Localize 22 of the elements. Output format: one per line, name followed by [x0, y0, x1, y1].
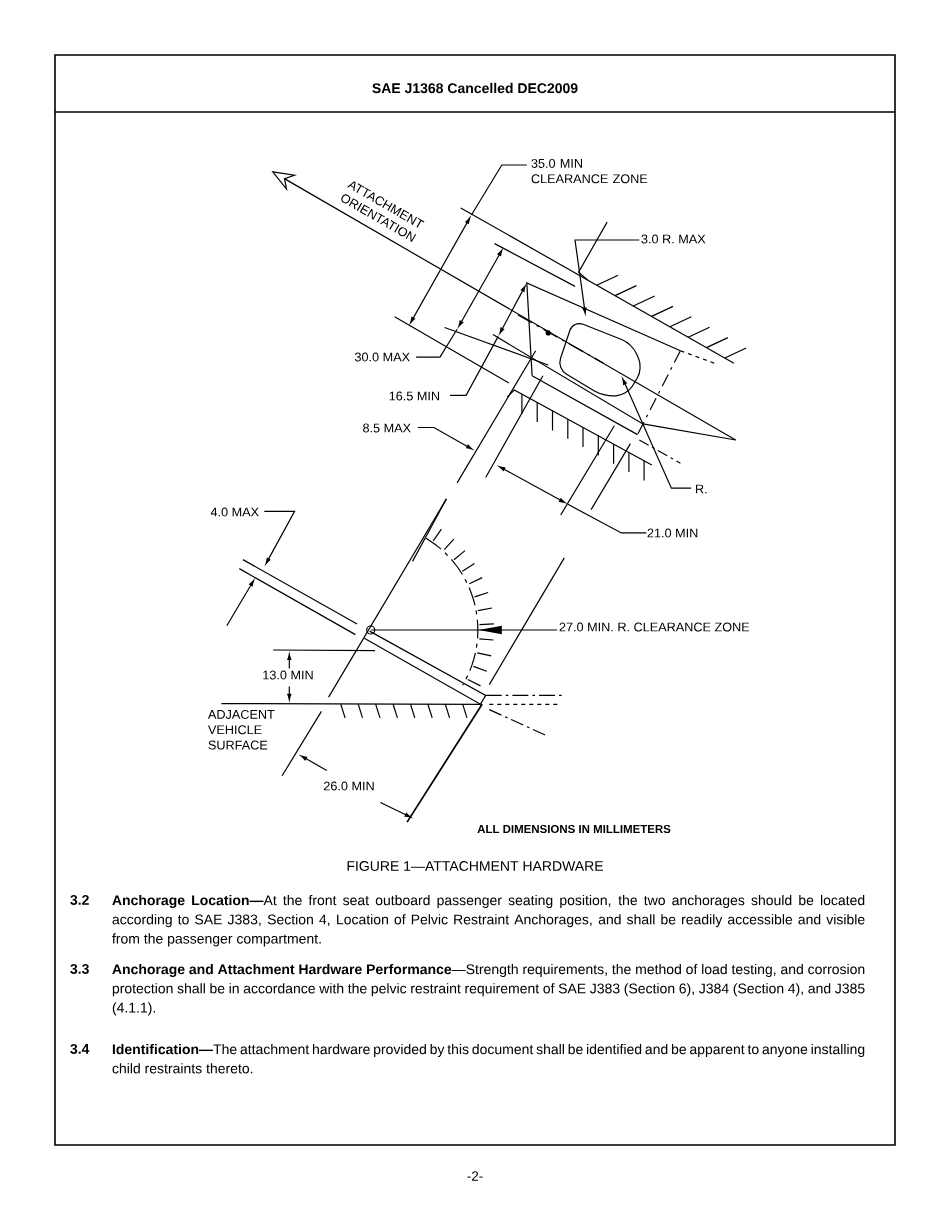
dimension-label: 27.0 MIN. R. CLEARANCE ZONE	[559, 622, 750, 632]
dimension-label: 30.0 MAX	[354, 352, 410, 362]
units-note: ALL DIMENSIONS IN MILLIMETERS	[477, 824, 671, 834]
dimension-label: 3.0 R. MAX	[641, 234, 706, 244]
paragraph: Identification—The attachment hardware provided by this document shall be identified and be apparent to anyone installing child restraints thereto.	[112, 1043, 865, 1074]
section-number: 3.4	[70, 1043, 90, 1054]
dimension-label: 21.0 MIN	[647, 528, 698, 538]
surface-label: ADJACENT VEHICLE SURFACE	[207, 709, 275, 750]
dimension-label: 4.0 MAX	[210, 507, 259, 517]
figure-caption: FIGURE 1—ATTACHMENT HARDWARE	[347, 861, 603, 871]
header-title: SAE J1368 Cancelled DEC2009	[372, 82, 578, 94]
dimension-label: 13.0 MIN	[263, 670, 313, 680]
dimension-label: 26.0 MIN	[323, 781, 374, 791]
paragraph: Anchorage and Attachment Hardware Performance—Strength requirements, the method of load testing, and corrosion protection shall be in accordance with the pelvic restraint requirement of SAE J383 (Section 6), J384 (Section 4), and J385 (4.1.1).	[112, 963, 865, 1016]
dimension-label: 8.5 MAX	[363, 423, 411, 433]
dimension-label: 16.5 MIN	[389, 391, 439, 401]
section-number: 3.3	[70, 963, 89, 974]
dimension-label: 35.0 MIN CLEARANCE ZONE	[531, 158, 648, 184]
dimension-label: R.	[696, 484, 707, 494]
paragraph: Anchorage Location—At the front seat outboard passenger seating position, the two anchorages should be located according to SAE J383, Section 4, Location of Pelvic Restraint Anchorages, and shall be readily accessible and visible from the passenger compartment.	[112, 894, 865, 947]
page-number: -2-	[467, 1171, 483, 1181]
section-number: 3.2	[70, 894, 89, 905]
